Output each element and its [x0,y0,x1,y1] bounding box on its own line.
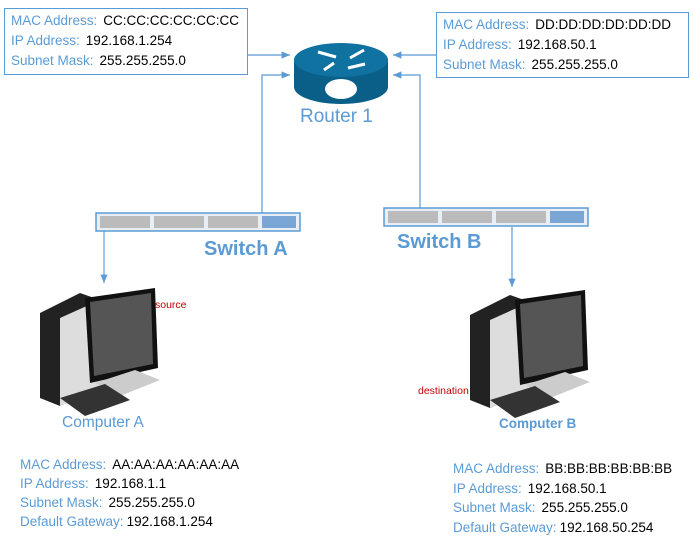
switch-b-label: Switch B [397,231,482,253]
mac-label: MAC Address: [11,13,98,28]
router-right-interface-box: MAC Address: DD:DD:DD:DD:DD:DD IP Address… [436,12,689,78]
mac-value: DD:DD:DD:DD:DD:DD [535,17,672,32]
mask-label: Subnet Mask: [20,495,103,510]
mask-label: Subnet Mask: [453,500,536,515]
mac-label: MAC Address: [443,17,530,32]
mac-value: CC:CC:CC:CC:CC:CC [103,13,240,28]
gateway-value: 192.168.50.254 [559,519,654,535]
ip-label: IP Address: [20,476,89,491]
gateway-value: 192.168.1.254 [126,514,213,529]
mask-value: 255.255.255.0 [108,495,195,510]
ip-label: IP Address: [453,480,522,496]
router-left-interface-box: MAC Address: CC:CC:CC:CC:CC:CC IP Address… [4,8,248,75]
computer-b-icon [470,290,590,418]
mask-value: 255.255.255.0 [99,53,186,68]
router-icon [294,43,388,104]
computer-a-label: Computer A [62,414,144,431]
switch-b-icon [383,207,589,227]
router-label: Router 1 [300,106,373,127]
ip-value: 192.168.1.254 [85,33,173,48]
mask-value: 255.255.255.0 [531,57,618,72]
link-switch-b-router [393,71,421,210]
source-note: source [155,299,187,311]
computer-a-info: MAC Address: AA:AA:AA:AA:AA:AA IP Address… [20,455,239,531]
link-switch-a-router [261,71,290,216]
mac-value: BB:BB:BB:BB:BB:BB [545,461,673,476]
gateway-label: Default Gateway: [453,519,557,535]
ip-label: IP Address: [443,37,512,52]
switch-a-label: Switch A [204,238,288,260]
ip-value: 192.168.1.1 [94,476,167,491]
ip-value: 192.168.50.1 [517,37,597,52]
ip-label: IP Address: [11,33,80,48]
mask-label: Subnet Mask: [443,57,526,72]
mac-label: MAC Address: [453,461,540,476]
destination-note: destination [418,385,469,397]
mac-value: AA:AA:AA:AA:AA:AA [112,457,240,472]
computer-b-label: Computer B [499,416,577,431]
computer-b-info: MAC Address: BB:BB:BB:BB:BB:BB IP Address… [453,459,672,537]
computer-a-icon [40,288,160,416]
mask-label: Subnet Mask: [11,53,94,68]
gateway-label: Default Gateway: [20,514,124,529]
mask-value: 255.255.255.0 [541,500,628,515]
switch-a-icon [95,212,301,232]
mac-label: MAC Address: [20,457,107,472]
ip-value: 192.168.50.1 [527,480,607,496]
